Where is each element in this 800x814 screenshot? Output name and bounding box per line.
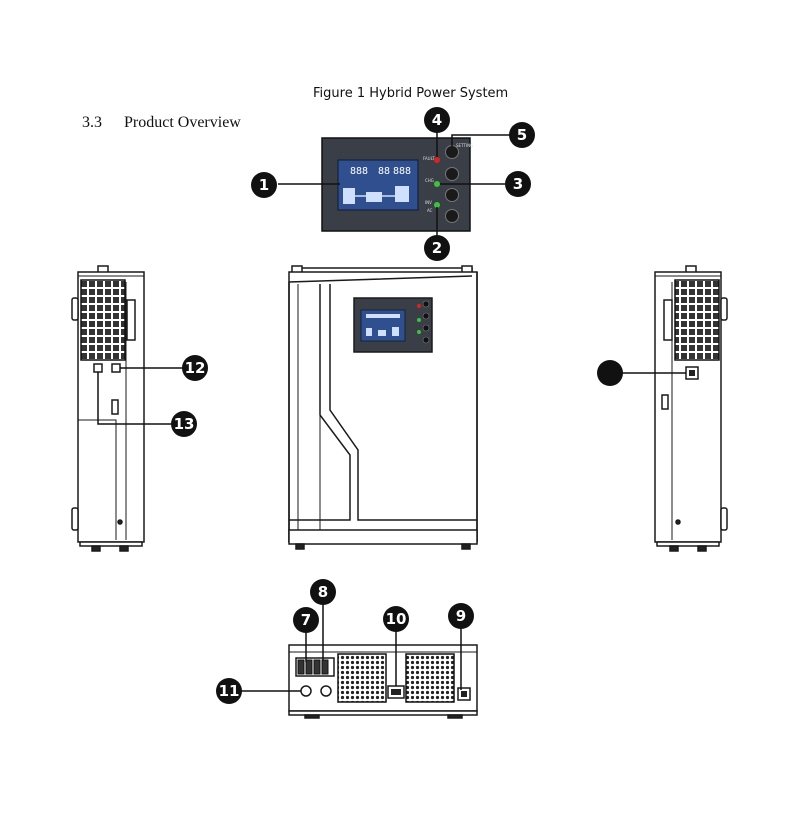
svg-text:3: 3	[513, 175, 523, 193]
callout-13: 13	[171, 411, 197, 437]
lcd-digits-right: 888	[393, 166, 411, 177]
fault-led-icon	[434, 157, 440, 163]
figure-caption: Figure 1 Hybrid Power System	[313, 86, 509, 101]
up-button[interactable]	[445, 167, 459, 181]
left-port-b-icon	[111, 363, 121, 373]
callout-7: 7	[293, 607, 319, 633]
svg-text:1: 1	[259, 176, 269, 194]
callout-11: 11	[216, 678, 242, 704]
callout-1: 1	[251, 172, 277, 198]
inv-led-icon	[434, 202, 440, 208]
fault-label: FAULT	[423, 156, 435, 161]
callout-10: 10	[383, 606, 409, 632]
callout-6	[597, 360, 623, 386]
fan-left-icon	[337, 653, 387, 703]
lcd-icons	[343, 186, 409, 204]
left-side-view	[71, 265, 145, 552]
control-panel-closeup: 888 88 888 FAULT CHG INV AC SETTING	[321, 137, 473, 232]
inv-label: INV	[425, 200, 432, 205]
chg-label: CHG	[425, 178, 434, 183]
section-number: 3.3	[82, 114, 102, 131]
callout-2: 2	[424, 235, 450, 261]
lcd-digits-center: 88	[378, 166, 390, 177]
battery-terminal-neg-icon	[300, 685, 312, 697]
callout-5: 5	[509, 122, 535, 148]
callout-3: 3	[505, 171, 531, 197]
battery-terminal-pos-icon	[320, 685, 332, 697]
callout-8: 8	[310, 579, 336, 605]
svg-text:13: 13	[174, 415, 195, 433]
callout-12: 12	[182, 355, 208, 381]
svg-text:8: 8	[318, 583, 328, 601]
svg-text:9: 9	[456, 607, 466, 625]
svg-text:7: 7	[301, 611, 311, 629]
lcd-digits-left: 888	[350, 166, 368, 177]
bottom-view	[288, 644, 478, 719]
svg-text:12: 12	[185, 359, 206, 377]
svg-text:11: 11	[219, 682, 240, 700]
setting-label: SETTING	[456, 143, 473, 148]
svg-text:2: 2	[432, 239, 442, 257]
panel-leader-lines	[278, 132, 510, 236]
callout-4: 4	[424, 107, 450, 133]
fan-right-icon	[405, 653, 455, 703]
ac-label: AC	[427, 208, 433, 213]
enter-button[interactable]	[445, 209, 459, 223]
callouts: 1 2 3 4 5 7 8 9	[171, 107, 623, 704]
callout-9: 9	[448, 603, 474, 629]
chg-led-icon	[434, 181, 440, 187]
down-button[interactable]	[445, 188, 459, 202]
svg-text:4: 4	[432, 111, 442, 129]
leader-lines	[97, 367, 686, 692]
section-title: Product Overview	[124, 114, 241, 131]
left-port-a-icon	[93, 363, 103, 373]
front-view	[288, 265, 478, 550]
right-side-view	[654, 265, 728, 552]
svg-text:5: 5	[517, 126, 527, 144]
svg-text:10: 10	[386, 610, 407, 628]
